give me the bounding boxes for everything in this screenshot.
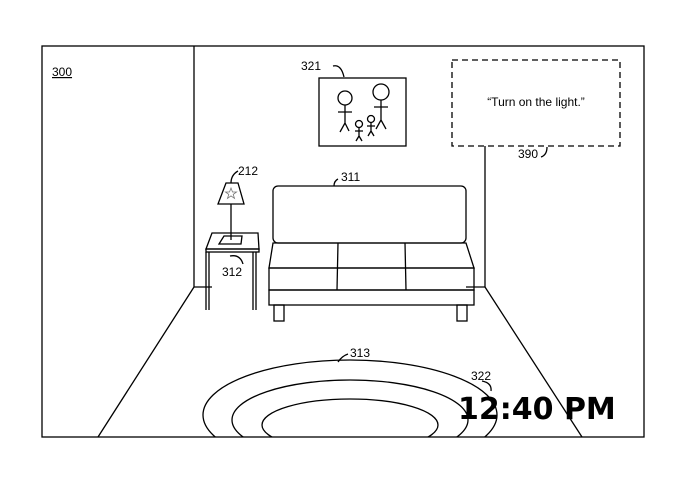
- star-icon: [224, 186, 238, 200]
- speech-ref-label: 390: [518, 147, 538, 161]
- couch-ref-label: 311: [341, 170, 360, 184]
- table-ref-label: 312: [222, 265, 242, 279]
- speech-box: “Turn on the light.”: [451, 59, 621, 147]
- rug: [202, 359, 498, 437]
- lamp-ref-label: 212: [238, 164, 258, 178]
- figure-frame: [41, 45, 645, 438]
- side-table: [205, 232, 260, 310]
- lamp: [217, 182, 245, 245]
- figure-label: 300: [52, 65, 72, 79]
- clock-display: 12:40 PM: [458, 392, 616, 427]
- wall-picture: [318, 77, 407, 147]
- rug-ref-label: 313: [350, 346, 370, 360]
- picture-ref-label: 321: [301, 59, 321, 73]
- couch: [268, 185, 475, 322]
- room-walls: [97, 46, 583, 438]
- speech-text: “Turn on the light.”: [487, 95, 585, 109]
- clock-ref-label: 322: [471, 369, 491, 383]
